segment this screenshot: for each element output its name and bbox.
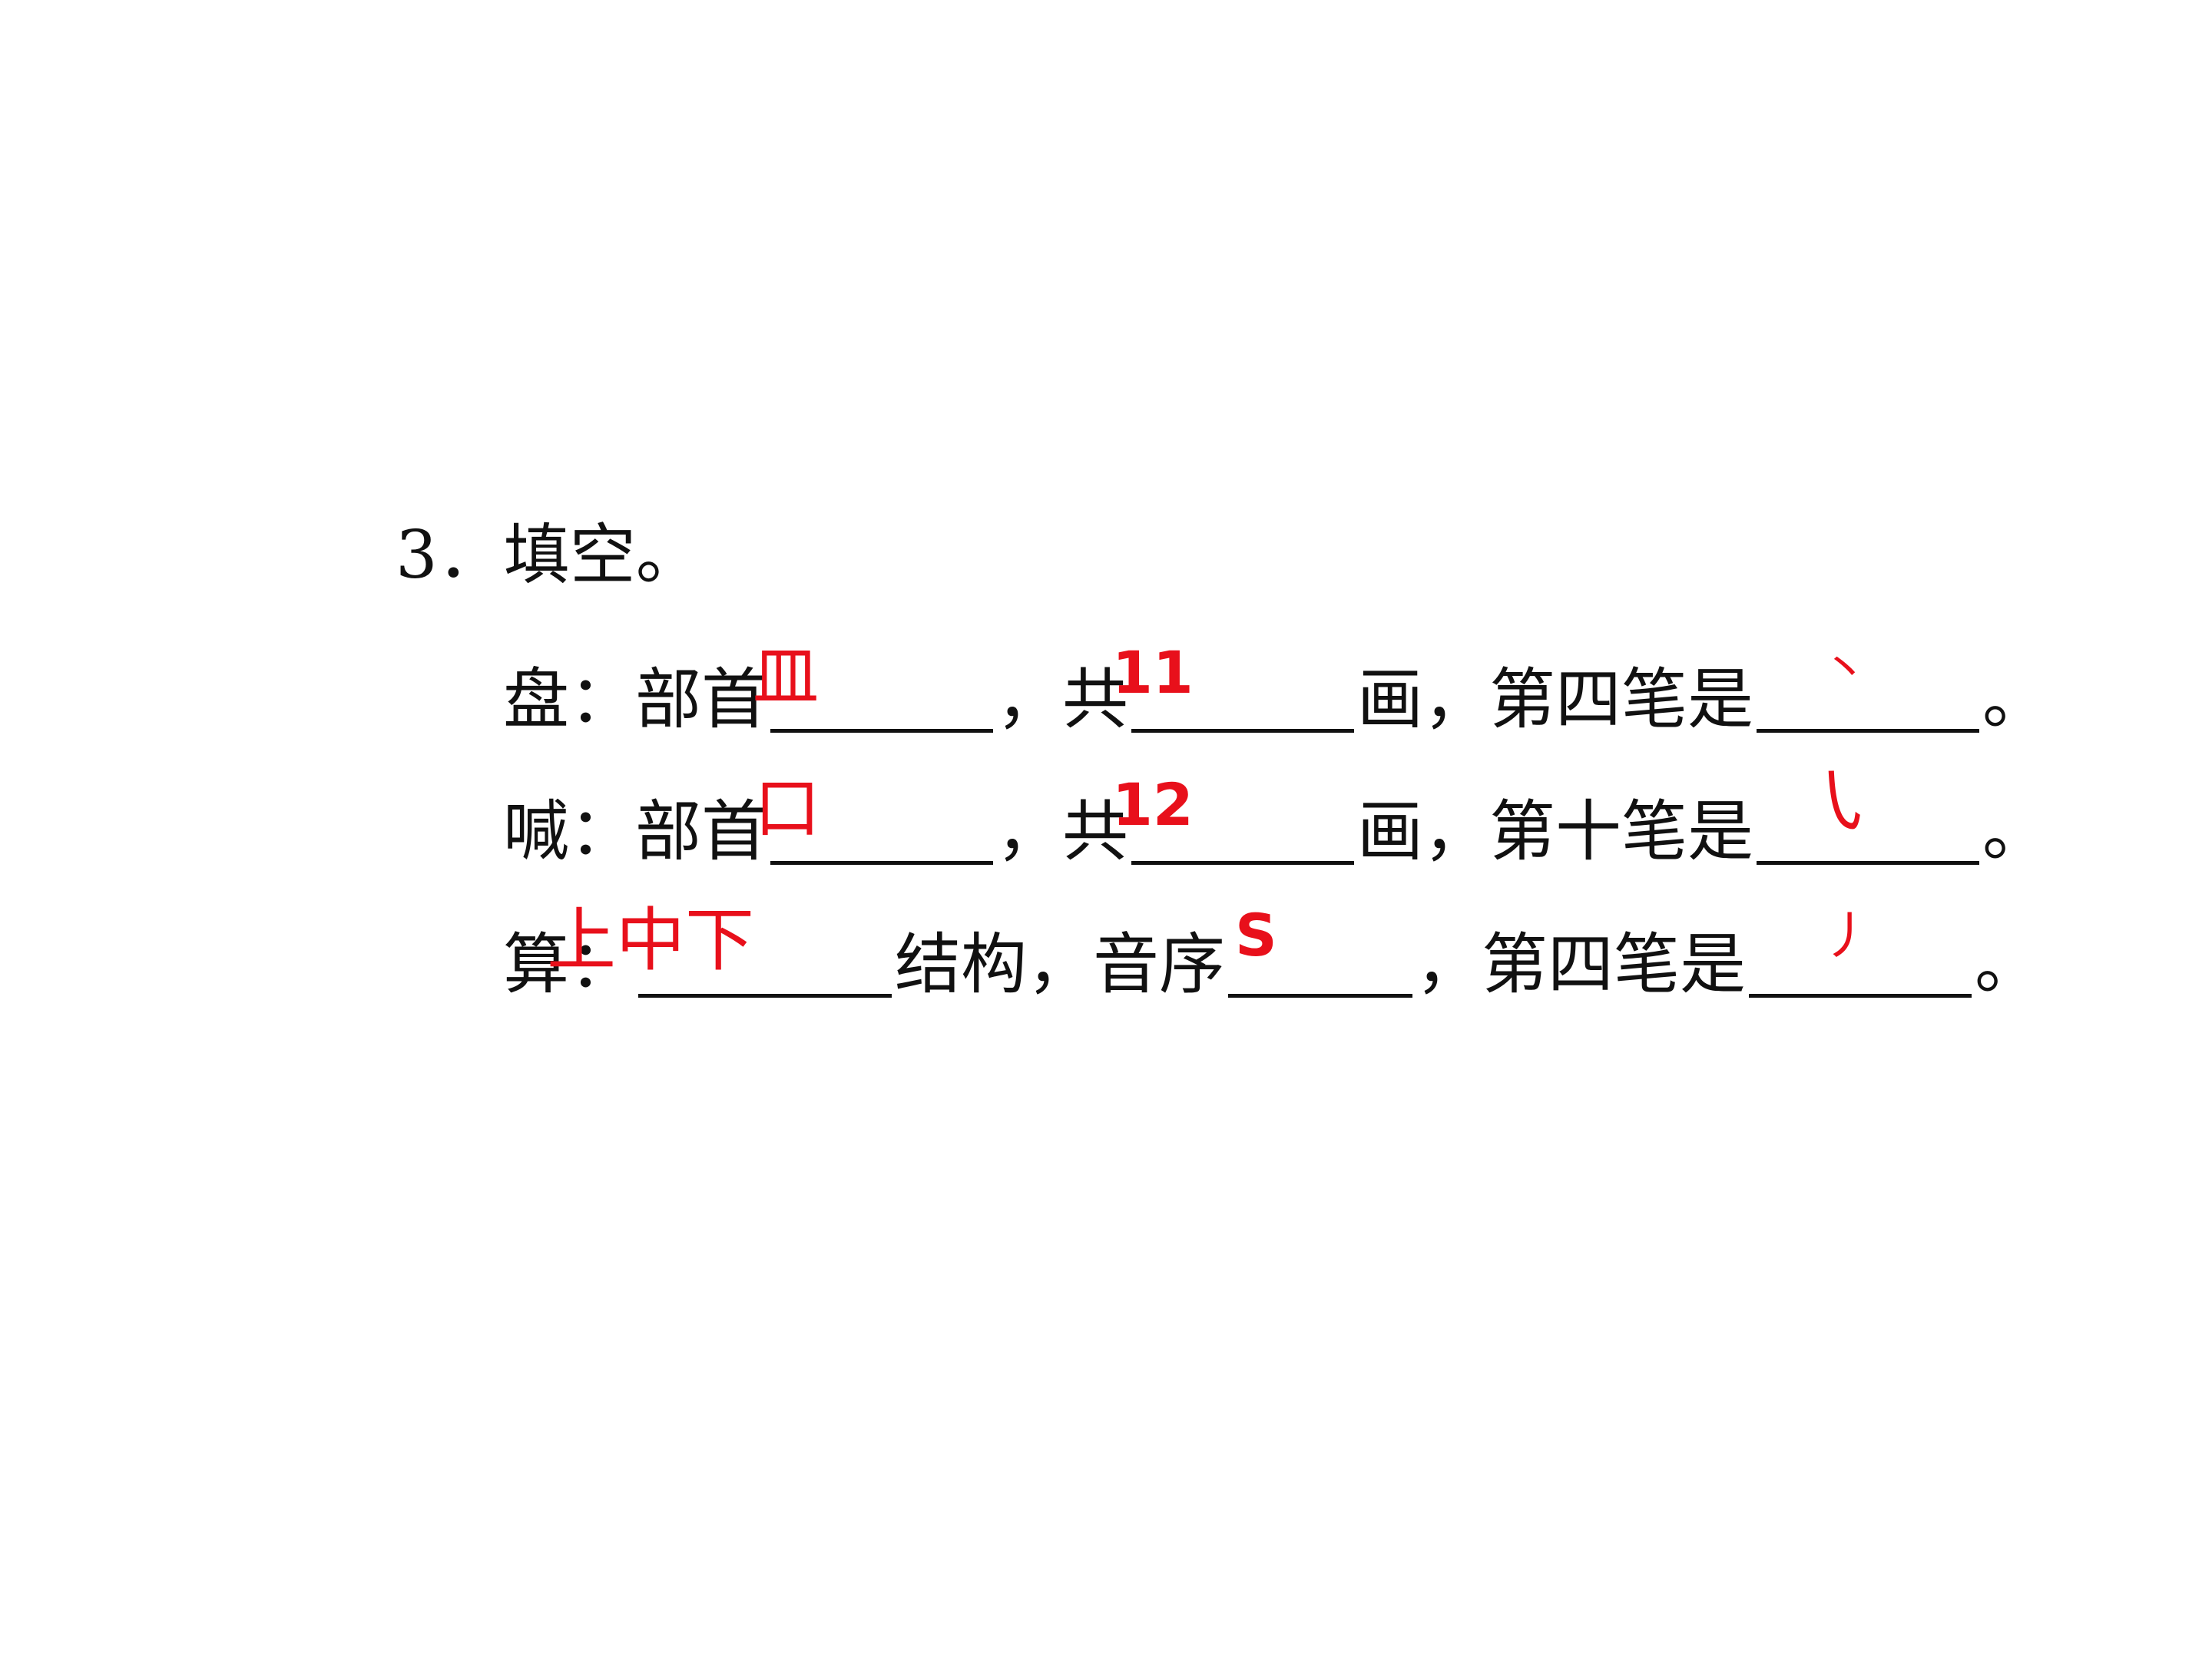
blank-stroke[interactable] <box>1749 932 1972 998</box>
answer-radical-han: 口 <box>754 770 820 847</box>
blank-stroke[interactable] <box>1757 800 1979 865</box>
blank-strokes[interactable] <box>1131 800 1354 865</box>
blank-stroke[interactable] <box>1757 667 1979 733</box>
label-total: ，共 <box>996 793 1128 870</box>
answer-stroke-pan: 丶 <box>1822 643 1868 697</box>
blank-radical[interactable] <box>770 667 993 733</box>
blank-letter[interactable] <box>1228 932 1412 998</box>
answer-radical-pan: 皿 <box>753 638 819 715</box>
blank-radical[interactable] <box>770 800 993 865</box>
answer-strokes-pan: 11 <box>1112 638 1194 707</box>
label-total: ，共 <box>996 661 1128 738</box>
blank-structure[interactable] <box>638 932 892 998</box>
answer-stroke-han: ㇂ <box>1806 762 1876 843</box>
label-stroke-order: 画，第四笔是 <box>1357 661 1753 738</box>
row-char: 算 <box>503 926 569 1003</box>
answer-stroke-suan: 丿 <box>1822 906 1873 965</box>
row-char: 喊 <box>503 793 569 870</box>
row-end: 。 <box>1982 793 2048 870</box>
answer-structure-suan: 上中下 <box>547 900 754 981</box>
answer-strokes-han: 12 <box>1112 770 1194 839</box>
question-title: 3．填空。 <box>396 517 702 594</box>
blank-strokes[interactable] <box>1131 667 1354 733</box>
label-radical: 部首 <box>635 661 767 738</box>
row-end: 。 <box>1982 661 2048 738</box>
row-suan: 算 ： 结构，音序 ，第四笔是 。 <box>503 932 2041 998</box>
label-radical: 部首 <box>635 793 767 870</box>
row-colon: ： <box>569 661 635 738</box>
row-han: 喊 ： 部首 ，共 画，第十笔是 。 <box>503 799 2048 865</box>
label-stroke-order: 画，第十笔是 <box>1357 793 1753 870</box>
row-char: 盘 <box>503 661 569 738</box>
row-colon: ： <box>569 793 635 870</box>
answer-letter-suan: S <box>1235 901 1277 969</box>
label-structure: 结构，音序 <box>895 926 1225 1003</box>
row-colon: ： <box>569 926 635 1003</box>
row-pan: 盘 ： 部首 ，共 画，第四笔是 。 <box>503 667 2048 733</box>
label-stroke-order: ，第四笔是 <box>1416 926 1746 1003</box>
row-end: 。 <box>1975 926 2041 1003</box>
